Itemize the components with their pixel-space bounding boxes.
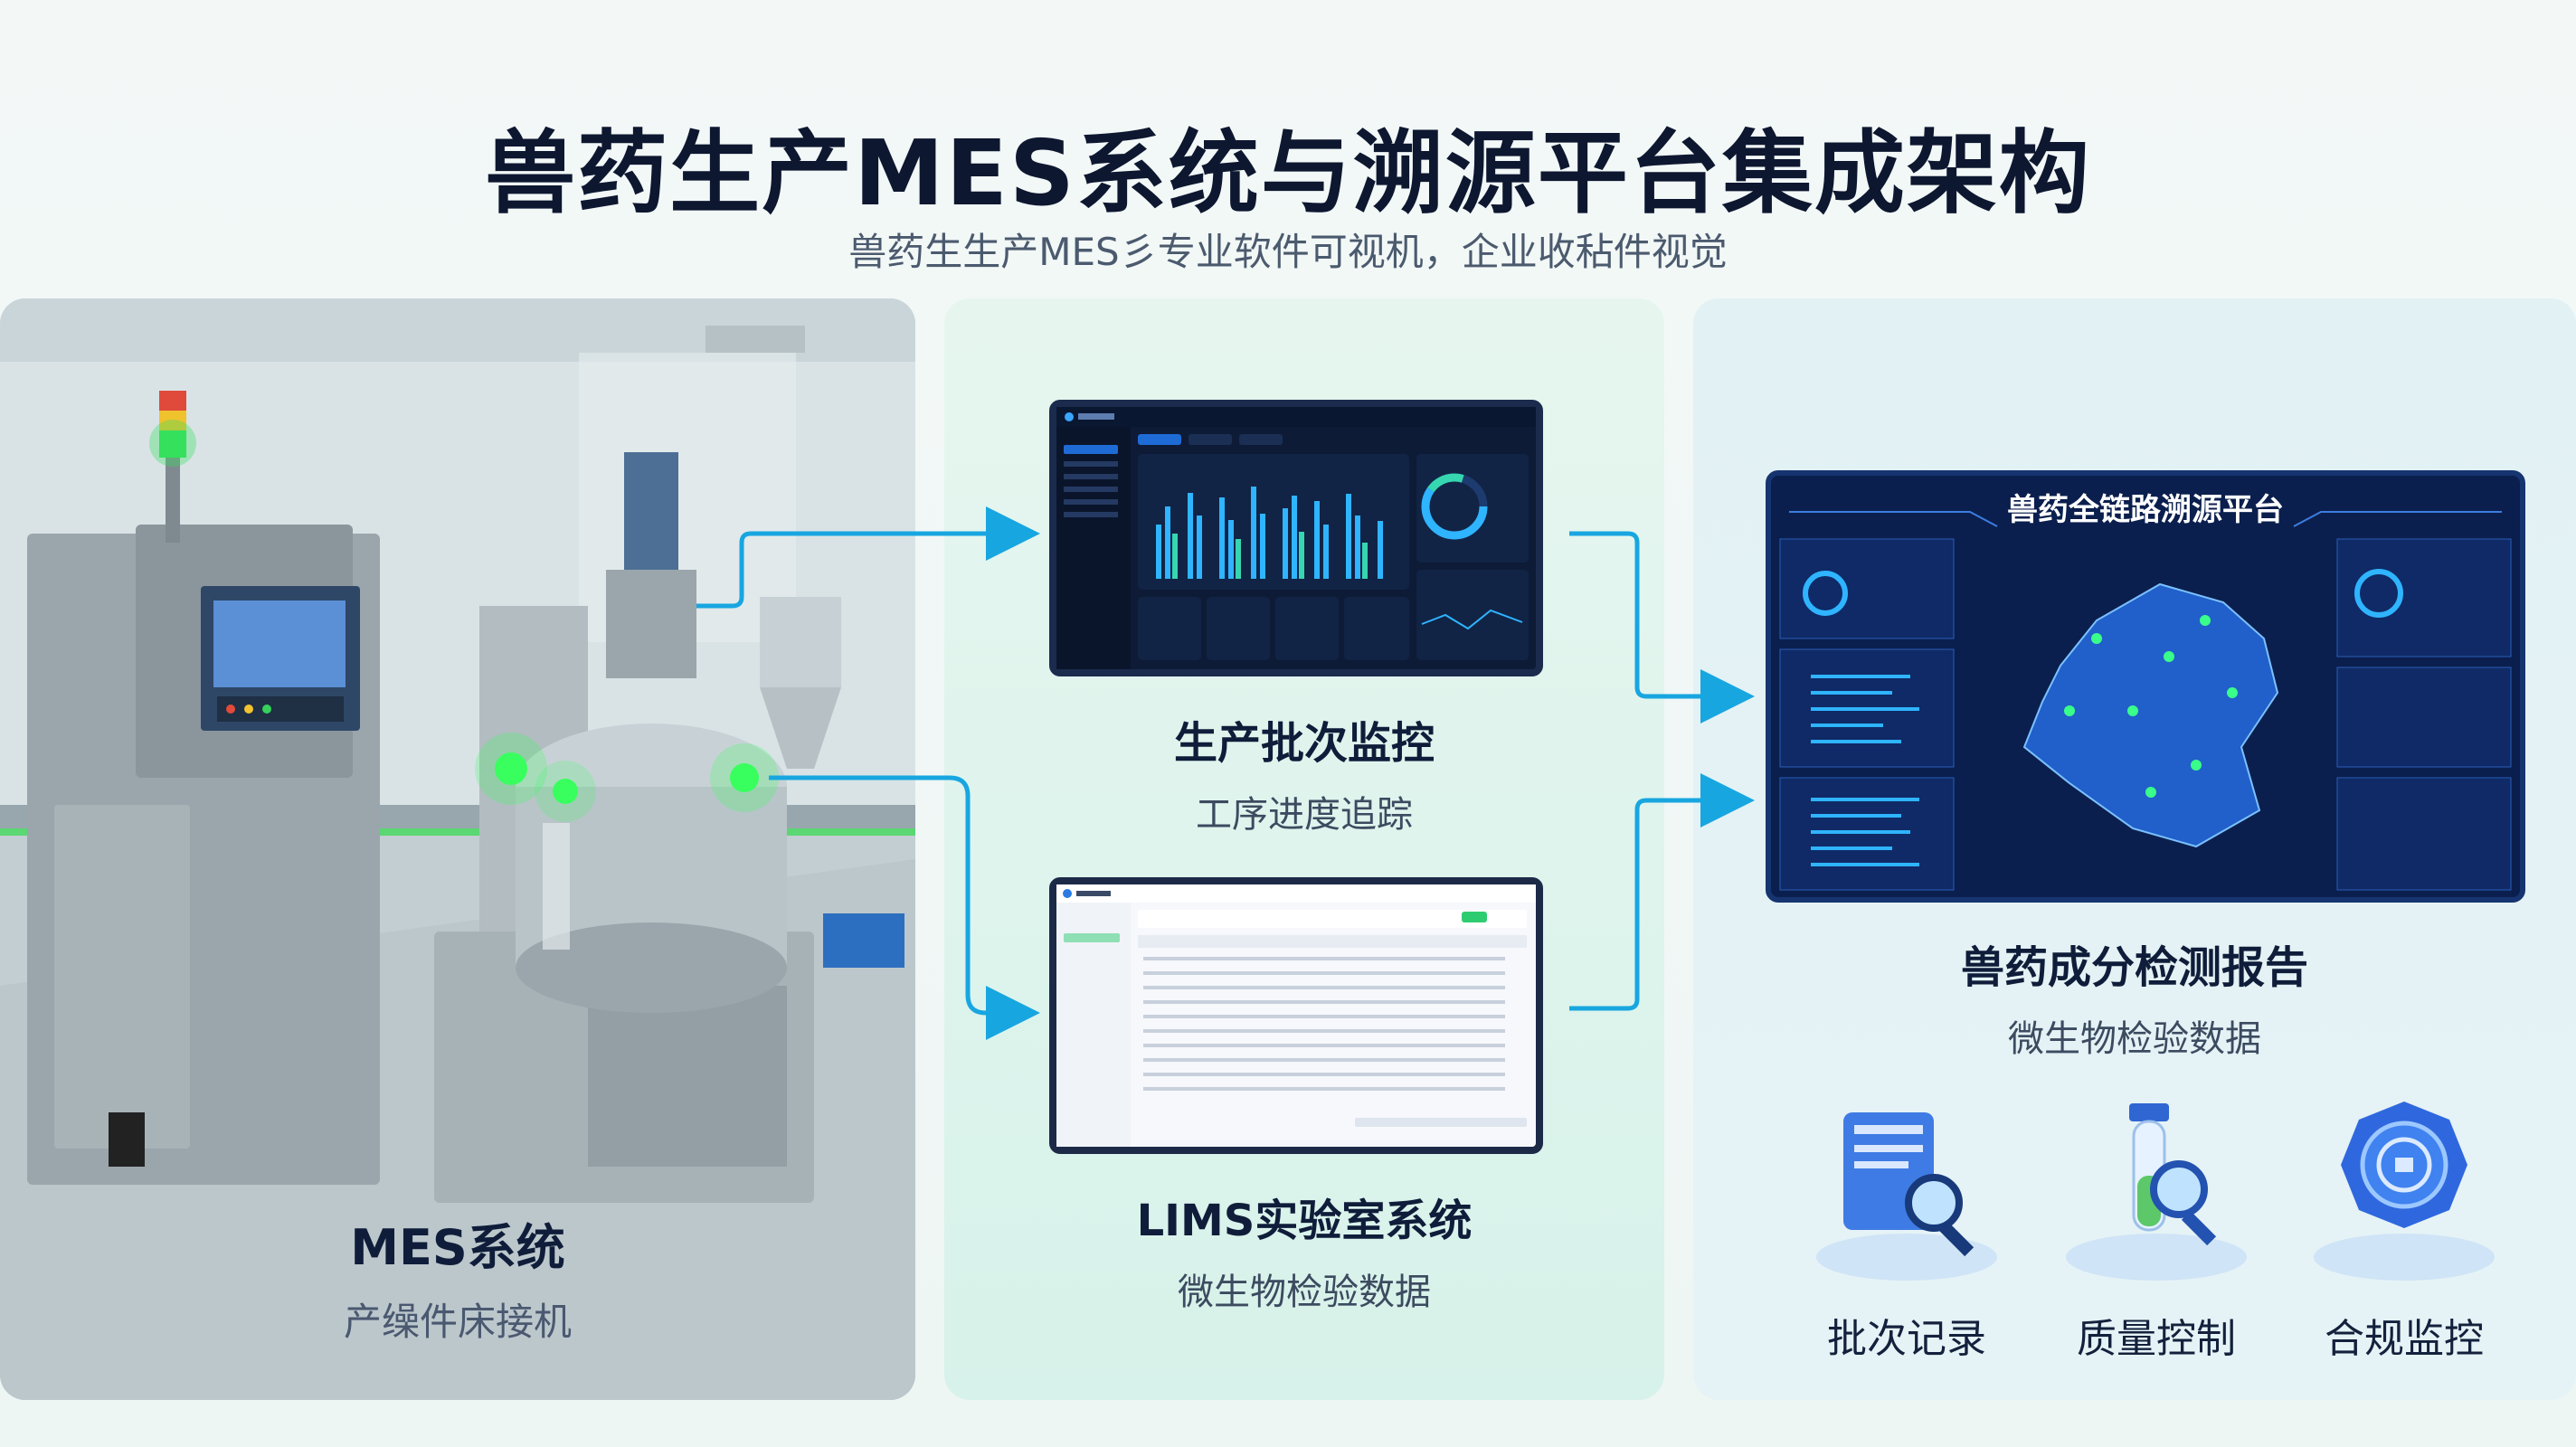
batch-monitor-title: 生产批次监控 xyxy=(1173,718,1435,769)
batch-monitor-subtitle: 工序进度追踪 xyxy=(1196,794,1413,836)
mes-system-subtitle: 产缲件床接机 xyxy=(343,1300,572,1344)
platform-title: 兽药全链路溯源平台 xyxy=(2007,492,2284,528)
lims-system-screen[interactable] xyxy=(1049,877,1543,1154)
document-search-icon xyxy=(1816,1112,1997,1281)
mes-photo-panel: MES系统 产缲件床接机 xyxy=(0,298,915,1400)
quality-control-label: 质量控制 xyxy=(2077,1316,2236,1362)
batch-monitor-dashboard[interactable] xyxy=(1049,400,1543,676)
page-title: 兽药生产MES系统与溯源平台集成架构 xyxy=(485,120,2091,226)
traceability-platform-screen[interactable]: 兽药全链路溯源平台 xyxy=(1766,470,2525,903)
test-tube-search-icon xyxy=(2066,1103,2247,1281)
mes-system-title: MES系统 xyxy=(350,1219,565,1276)
shield-badge-icon xyxy=(2314,1102,2495,1281)
report-subtitle: 微生物检验数据 xyxy=(2008,1018,2261,1060)
traceability-map-mockup xyxy=(1779,511,2512,891)
lims-subtitle: 微生物检验数据 xyxy=(1178,1272,1431,1313)
batch-record-tile[interactable]: 批次记录 xyxy=(1798,1085,2015,1375)
compliance-monitor-label: 合规监控 xyxy=(2325,1316,2484,1362)
dashboard-mockup xyxy=(1056,407,1536,669)
batch-record-label: 批次记录 xyxy=(1827,1316,1986,1362)
quality-control-tile[interactable]: 质量控制 xyxy=(2048,1085,2265,1375)
lims-table-mockup xyxy=(1056,884,1536,1147)
page-subtitle: 兽药生生产MES彡专业软件可视机，企业收秥件视觉 xyxy=(848,230,1728,274)
lims-title: LIMS实验室系统 xyxy=(1136,1196,1473,1246)
compliance-monitor-tile[interactable]: 合规监控 xyxy=(2296,1085,2513,1375)
factory-machine-illustration xyxy=(0,298,915,1400)
report-title: 兽药成分检测报告 xyxy=(1960,942,2308,993)
